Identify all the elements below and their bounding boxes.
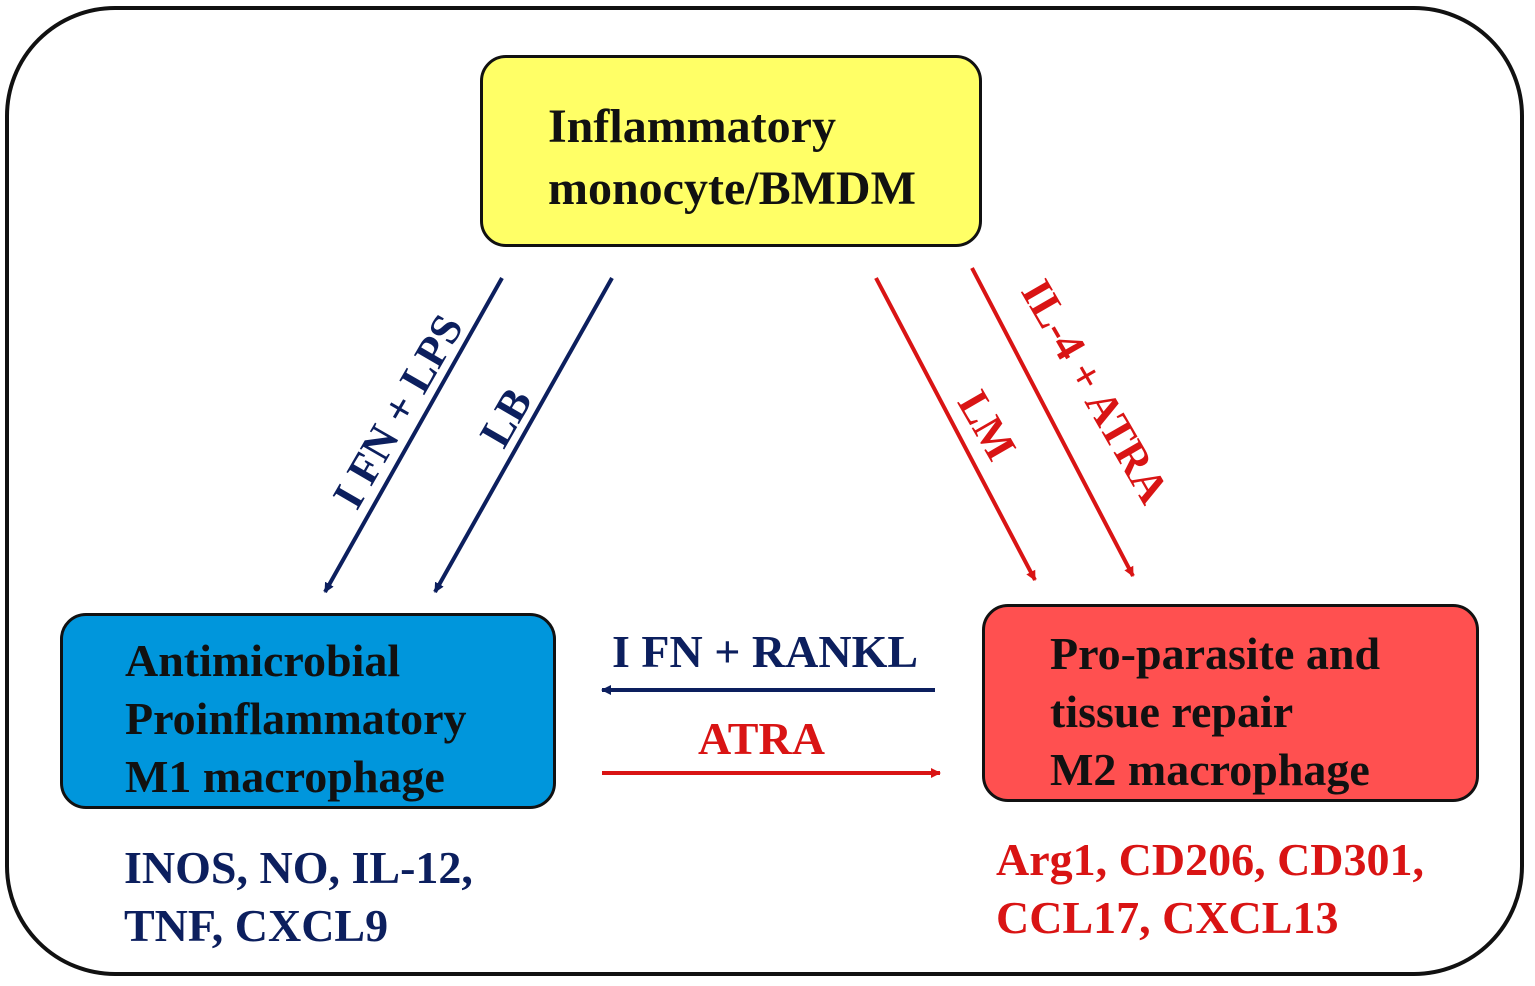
m1-macrophage-node: Antimicrobial Proinflammatory M1 macroph… (60, 613, 556, 809)
arrow-ifn-lps (323, 277, 504, 593)
m1-markers-line-2: TNF, CXCL9 (124, 900, 389, 951)
m2-markers-line-2: CCL17, CXCL13 (996, 892, 1339, 943)
m2-marker-list: Arg1, CD206, CD301, CCL17, CXCL13 (996, 831, 1424, 947)
m1-markers-line-1: INOS, NO, IL-12, (124, 842, 473, 893)
edge-label-atra: ATRA (698, 713, 825, 764)
monocyte-line-2: monocyte/BMDM (548, 162, 916, 215)
m1-marker-list: INOS, NO, IL-12, TNF, CXCL9 (124, 839, 473, 955)
m1-line-1: Antimicrobial (125, 635, 401, 686)
m2-line-1: Pro-parasite and (1050, 628, 1381, 679)
m2-line-2: tissue repair (1050, 686, 1294, 737)
m2-macrophage-node: Pro-parasite and tissue repair M2 macrop… (982, 604, 1479, 802)
arrow-lb (433, 277, 614, 593)
diagram-frame (5, 6, 1524, 976)
edge-label-ifn-rankl: I FN + RANKL (612, 626, 919, 677)
arrow-il4-atra (970, 267, 1135, 577)
monocyte-line-1: Inflammatory (548, 100, 836, 153)
arrow-lm (874, 277, 1037, 581)
m1-line-3: M1 macrophage (125, 751, 445, 802)
m2-line-3: M2 macrophage (1050, 744, 1370, 795)
monocyte-node: Inflammatory monocyte/BMDM (480, 55, 982, 247)
m1-line-2: Proinflammatory (125, 693, 467, 744)
m2-markers-line-1: Arg1, CD206, CD301, (996, 834, 1425, 885)
